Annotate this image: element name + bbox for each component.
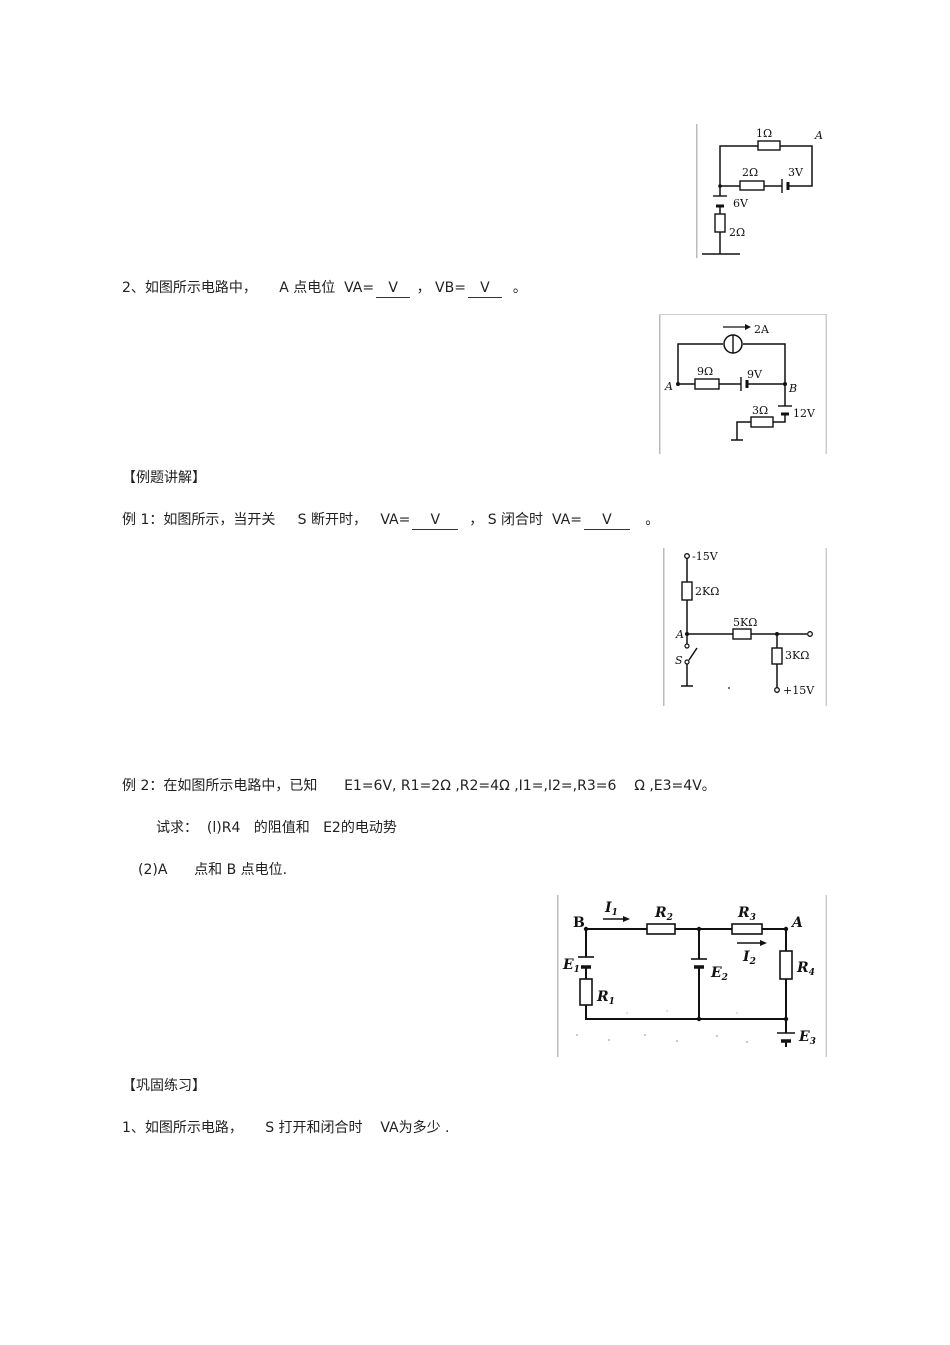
label-2k: 2KΩ xyxy=(695,585,719,598)
ex2-tail: Ω ,E3=4V。 xyxy=(634,778,716,794)
ex1-s-closed: S 闭合时 xyxy=(487,512,544,528)
ex2-given: E1=6V, R1=2Ω ,R2=4Ω ,I1=,I2=,R3=6 xyxy=(344,778,617,794)
resistor-r2 xyxy=(646,923,676,935)
label-plus15v: +15V xyxy=(783,684,815,697)
example-2-given: 例 2：在如图所示电路中，已知 E1=6V, R1=2Ω ,R2=4Ω ,I1=… xyxy=(122,777,716,795)
example-2-ask-1: 试求： (l)R4 的阻值和 E2的电动势 xyxy=(156,819,397,837)
q2-vb-blank[interactable]: V xyxy=(467,279,502,298)
section-heading-practice: 【巩固练习】 xyxy=(122,1078,206,1094)
resistor-2ohm-mid xyxy=(739,180,765,191)
label-r2: R2 xyxy=(654,905,673,923)
label-2ohm-mid: 2Ω xyxy=(742,166,758,179)
q2-end: 。 xyxy=(512,280,527,296)
resistor-3ohm xyxy=(750,416,774,428)
q2-vb-label: VB= xyxy=(435,280,466,296)
label-3ohm: 3Ω xyxy=(752,404,768,417)
ex1-s-open: S 断开时， xyxy=(297,512,367,528)
ex1-va1-label: VA= xyxy=(380,512,411,528)
label-r1: R1 xyxy=(596,989,615,1007)
resistor-5k xyxy=(732,628,752,640)
practice-1: 1、如图所示电路， S 打开和闭合时 VA为多少 . xyxy=(122,1119,450,1137)
label-3v: 3V xyxy=(788,166,804,179)
circuit-figure-1: 1Ω A 2Ω 3V 6V 2Ω xyxy=(696,124,828,258)
ex1-sep: ， xyxy=(469,512,484,528)
node-a-label: A xyxy=(814,129,823,142)
label-9v: 9V xyxy=(747,368,763,381)
ex2-prefix: 例 2：在如图所示电路中，已知 xyxy=(122,778,318,794)
q2-prefix: 2、如图所示电路中， xyxy=(122,280,257,296)
q2-va-blank[interactable]: V xyxy=(376,279,411,298)
resistor-2k xyxy=(681,581,693,601)
switch-label: S xyxy=(675,654,683,667)
ex2-ask2: (2)A xyxy=(138,862,168,878)
node-b-label: B xyxy=(788,382,797,395)
circuit-diagram-4: B I1 R2 R3 A I2 E1 E2 R1 R4 E3 xyxy=(557,895,827,1057)
q2-va-unit: V xyxy=(388,280,398,296)
ex2-ask1: (l)R4 xyxy=(206,820,241,836)
resistor-1ohm xyxy=(757,140,781,151)
ex1-end: 。 xyxy=(645,512,660,528)
section-heading-examples: 【例题讲解】 xyxy=(122,470,206,486)
label-12v: 12V xyxy=(793,407,816,420)
example-1: 例 1：如图所示，当开关 S 断开时， VA= V ， S 闭合时 VA= V 。 xyxy=(122,511,659,530)
label-2a: 2A xyxy=(754,323,770,336)
resistor-r3 xyxy=(731,923,763,935)
label-1ohm: 1Ω xyxy=(756,127,772,140)
node-a-label: A xyxy=(790,915,803,931)
ex2-ask2b: 点和 B 点电位. xyxy=(194,862,288,878)
resistor-9ohm xyxy=(694,378,720,390)
ex1-va2-label: VA= xyxy=(551,512,582,528)
label-9ohm: 9Ω xyxy=(697,365,713,378)
label-i2: I2 xyxy=(742,949,756,967)
ex2-ask1c: E2的电动势 xyxy=(323,820,397,836)
node-a-label: A xyxy=(675,628,684,641)
q2-va-label: VA= xyxy=(344,280,375,296)
node-a-label: A xyxy=(664,380,673,393)
ex1-va1-blank[interactable]: V xyxy=(412,511,459,530)
label-3k: 3KΩ xyxy=(785,649,809,662)
label-i1: I1 xyxy=(604,900,618,918)
label-minus15v: -15V xyxy=(692,550,719,563)
label-e2: E2 xyxy=(710,965,728,983)
q2-a-label: A 点电位 xyxy=(279,280,336,296)
ex1-unit2: V xyxy=(602,512,612,528)
resistor-r1 xyxy=(579,978,593,1006)
circuit-figure-4: B I1 R2 R3 A I2 E1 E2 R1 R4 E3 xyxy=(557,895,827,1057)
resistor-2ohm-bottom xyxy=(714,213,726,233)
p1-end: VA为多少 . xyxy=(380,1120,450,1136)
ex1-unit1: V xyxy=(430,512,441,528)
question-2: 2、如图所示电路中， A 点电位 VA= V ， VB= V 。 xyxy=(122,279,527,298)
circuit-diagram-2: 2A 9Ω 9V A B 3Ω 12V xyxy=(659,314,827,454)
circuit-diagram-3: -15V 2KΩ A 5KΩ S 3KΩ +15V xyxy=(663,548,827,706)
circuit-figure-2: 2A 9Ω 9V A B 3Ω 12V xyxy=(659,314,827,454)
label-e1: E1 xyxy=(562,957,580,975)
q2-sep: ， xyxy=(416,280,431,296)
p1-prefix: 1、如图所示电路， xyxy=(122,1120,243,1136)
circuit-diagram-1: 1Ω A 2Ω 3V 6V 2Ω xyxy=(696,124,823,258)
ex2-ask-label: 试求： xyxy=(156,820,198,836)
label-r3: R3 xyxy=(737,905,756,923)
ex2-ask1b: 的阻值和 xyxy=(253,820,310,836)
label-e3: E3 xyxy=(798,1029,816,1047)
p1-mid: S 打开和闭合时 xyxy=(265,1120,363,1136)
label-5k: 5KΩ xyxy=(733,616,757,629)
label-6v: 6V xyxy=(733,197,749,210)
resistor-3k xyxy=(771,647,783,665)
q2-vb-unit: V xyxy=(480,280,490,296)
ex1-prefix: 例 1：如图所示，当开关 xyxy=(122,512,276,528)
node-b-label: B xyxy=(573,915,585,931)
label-r4: R4 xyxy=(796,960,815,978)
label-2ohm-bottom: 2Ω xyxy=(729,226,745,239)
example-2-ask-2: (2)A 点和 B 点电位. xyxy=(138,861,287,879)
circuit-figure-3: -15V 2KΩ A 5KΩ S 3KΩ +15V xyxy=(663,548,827,706)
ex1-va2-blank[interactable]: V xyxy=(583,511,630,530)
resistor-r4 xyxy=(779,950,793,980)
